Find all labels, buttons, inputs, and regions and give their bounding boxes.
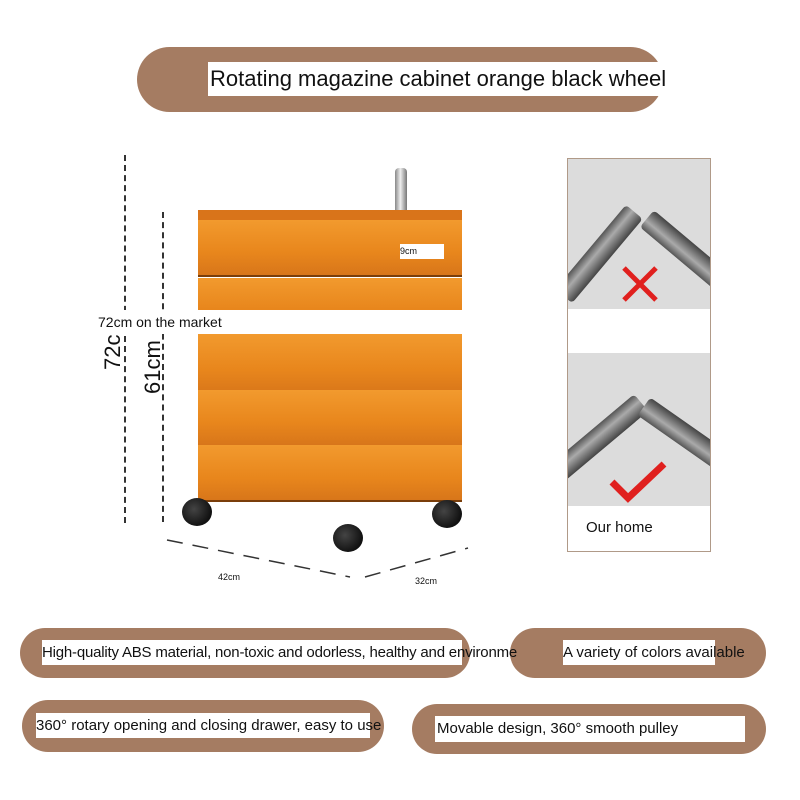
wheel — [432, 500, 462, 528]
width-label: 42cm — [218, 572, 241, 582]
depth-label: 32cm — [415, 576, 438, 586]
good-joint-photo — [568, 353, 710, 506]
height-total-line — [124, 155, 126, 523]
feature-text: High-quality ABS material, non-toxic and… — [42, 640, 517, 665]
bad-joint-photo — [568, 159, 710, 309]
cabinet-top — [198, 210, 462, 222]
wheel — [182, 498, 212, 526]
comparison-panel: Our home — [567, 158, 711, 552]
cross-icon — [622, 266, 658, 302]
title-text: Rotating magazine cabinet orange black w… — [208, 62, 676, 96]
market-height-label: 72cm on the market — [90, 310, 468, 334]
good-label: Our home — [586, 519, 653, 536]
feature-text: A variety of colors available — [563, 640, 745, 665]
feature-text: Movable design, 360° smooth pulley — [435, 716, 745, 742]
feature-text: 360° rotary opening and closing drawer, … — [36, 713, 381, 738]
pole-height-label: 9cm — [400, 244, 444, 259]
height-body-line — [162, 212, 164, 522]
drawer — [198, 445, 462, 502]
wheel — [333, 524, 363, 552]
check-icon — [609, 461, 667, 503]
